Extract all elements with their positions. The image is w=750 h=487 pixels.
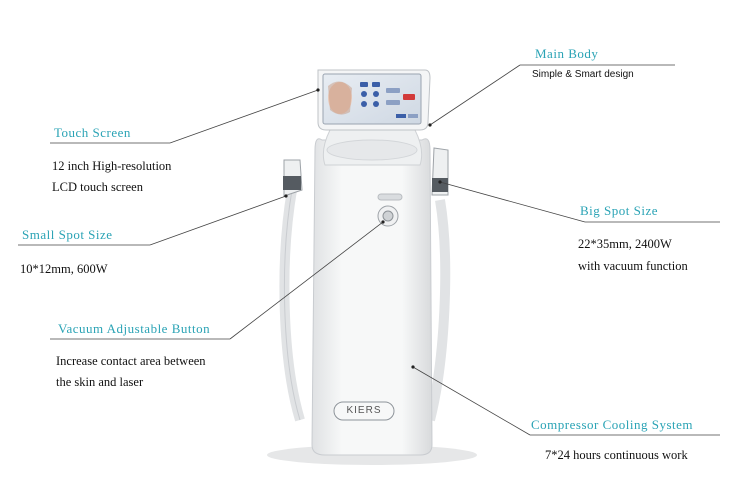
- vacuum-button-desc-line1: Increase contact area between: [56, 354, 206, 368]
- brand-plate: [333, 401, 395, 421]
- vacuum-button-desc-line2: the skin and laser: [56, 375, 144, 389]
- screen-red-button: [403, 94, 415, 100]
- touch-screen-desc-line1: 12 inch High-resolution: [52, 159, 172, 173]
- compressor-title: Compressor Cooling System: [531, 417, 694, 432]
- screen-buttons: [360, 82, 400, 107]
- brand-label: KIERS: [346, 405, 382, 416]
- vacuum-button-title: Vacuum Adjustable Button: [58, 321, 211, 336]
- leader-lines: [18, 64, 720, 436]
- main-body-title: Main Body: [535, 46, 599, 61]
- big-spot-cable: [425, 199, 451, 422]
- main-body: [311, 138, 433, 456]
- touch-screen-title: Touch Screen: [54, 125, 131, 140]
- touch-screen-desc-line2: LCD touch screen: [52, 180, 143, 194]
- main-body-desc: Simple & Smart design: [532, 69, 634, 80]
- big-spot-title: Big Spot Size: [580, 203, 659, 218]
- compressor-desc: 7*24 hours continuous work: [545, 448, 688, 462]
- small-spot-title: Small Spot Size: [22, 227, 113, 242]
- big-spot-desc-line2: with vacuum function: [578, 259, 688, 273]
- big-spot-desc-line1: 22*35mm, 2400W: [578, 237, 672, 251]
- small-spot-desc: 10*12mm, 600W: [20, 262, 108, 276]
